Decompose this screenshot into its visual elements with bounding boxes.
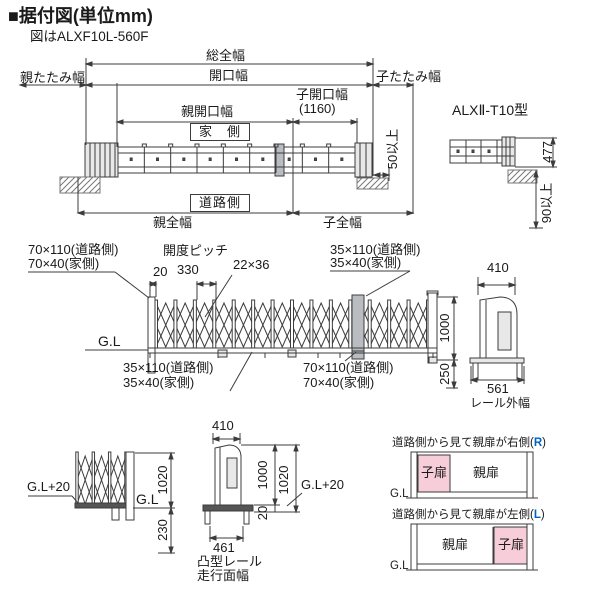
road-side-label: 道路側 — [190, 194, 251, 212]
page-title: ■据付図(単位mm) — [8, 6, 153, 26]
dim-label-461: 461 — [213, 540, 235, 555]
dim-label-22x36: 22×36 — [233, 257, 270, 272]
dim-label-parent-folded: 親たたみ幅 — [20, 70, 86, 85]
dim-label-410: 410 — [487, 260, 509, 275]
elev-label-br-house: 70×40(家側) — [303, 375, 375, 390]
dim-label-90min: 90以上 — [539, 182, 554, 224]
gl20-label-bottom-center: G.L+20 — [301, 477, 345, 492]
parent-door-label-l: 親扉 — [441, 537, 468, 552]
dim-label-1000-bottom: 1000 — [255, 460, 270, 490]
elev-label-tl-road: 70×110(道路側) — [28, 242, 119, 257]
elev-label-tr-road: 35×110(道路側) — [330, 242, 421, 257]
dim-label-20: 20 — [153, 264, 168, 279]
gl-label-bottom-left: G.L — [136, 491, 159, 507]
dim-label-410-bottom: 410 — [212, 418, 234, 433]
child-door-label-l: 子扉 — [497, 537, 524, 552]
dim-label-561: 561 — [487, 381, 509, 396]
page-subtitle: 図はALXF10L-560F — [30, 29, 149, 44]
dim-label-child-opening: 子開口幅 — [296, 87, 349, 102]
dim-label-250: 250 — [437, 363, 452, 385]
elev-label-br-road: 70×110(道路側) — [303, 360, 394, 375]
dim-label-child-folded: 子たたみ幅 — [376, 69, 442, 84]
dim-label-child-full: 子全幅 — [323, 215, 363, 230]
elev-label-bl-road: 35×110(道路側) — [123, 360, 214, 375]
rail-type-label-2: 走行面幅 — [197, 568, 250, 583]
dim-label-20-bottom: 20 — [255, 505, 270, 521]
child-door-label-r: 子扉 — [420, 465, 447, 480]
dim-label-477: 477 — [540, 141, 555, 163]
dim-label-parent-full: 親全幅 — [153, 215, 193, 230]
dim-label-parent-opening: 親開口幅 — [181, 104, 234, 119]
orientation-left-title: 道路側から見て親扉が左側(L) — [392, 509, 545, 521]
dim-label-1020-left: 1020 — [155, 465, 170, 495]
gl-label-orientation-l: G.L — [390, 560, 409, 572]
dim-label-1000: 1000 — [437, 313, 452, 343]
dim-label-330: 330 — [177, 262, 199, 277]
parent-door-label-r: 親扉 — [472, 465, 499, 480]
dim-label-1020-bottom: 1020 — [276, 465, 291, 495]
dim-label-total-width: 総全幅 — [206, 48, 246, 63]
gl-label-orientation-r: G.L — [390, 488, 409, 500]
elev-label-tr-house: 35×40(家側) — [330, 255, 402, 270]
rail-type-label-1: 凸型レール — [197, 554, 263, 569]
pitch-title: 開度ピッチ — [163, 243, 229, 258]
gl20-label-bottom-left: G.L+20 — [27, 479, 71, 494]
elev-label-tl-house: 70×40(家側) — [28, 256, 100, 271]
rail-outer-width-label: レール外幅 — [470, 396, 531, 410]
dim-label-opening-width: 開口幅 — [209, 68, 249, 83]
house-side-label: 家 側 — [190, 123, 251, 141]
elev-label-bl-house: 35×40(家側) — [123, 375, 195, 390]
dim-value-child-opening: (1160) — [299, 101, 336, 116]
gl-label-elevation: G.L — [98, 333, 121, 349]
dim-label-clearance-50: 50以上 — [385, 128, 400, 170]
model-label: ALXⅡ-T10型 — [452, 102, 529, 118]
orientation-right-title: 道路側から見て親扉が右側(R) — [392, 437, 546, 449]
dim-label-230: 230 — [155, 519, 170, 541]
